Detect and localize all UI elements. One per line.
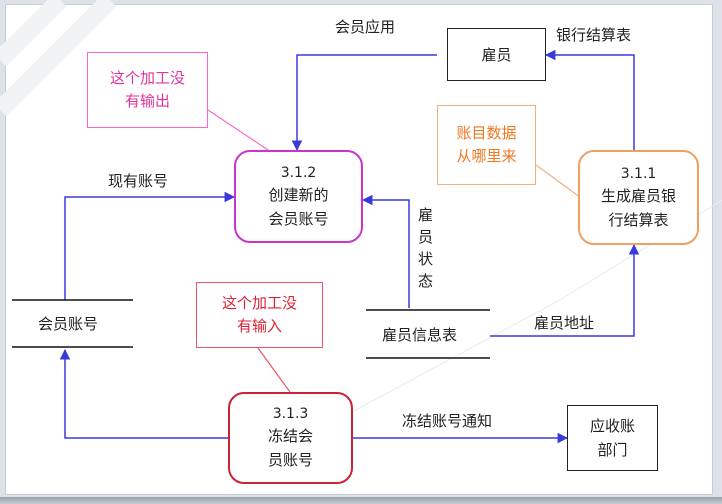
flow-employee-status-char-2: 员 — [418, 228, 434, 246]
store-member-account-label: 会员账号 — [38, 315, 99, 333]
flow-employee-address-label: 雇员地址 — [534, 314, 595, 332]
process-3-1-3-line-1: 冻结会 — [267, 427, 313, 445]
flow-employee-status-char-1: 雇 — [418, 206, 434, 224]
note-account-source: 账目数据 从哪里来 — [437, 105, 536, 185]
flow-existing-account-label: 现有账号 — [108, 172, 169, 190]
bottom-shadow — [0, 497, 722, 504]
store-employee-info-label: 雇员信息表 — [382, 326, 458, 344]
flow-member-app-line — [291, 54, 437, 152]
flow-bank-statement-label: 银行结算表 — [556, 26, 632, 44]
flow-employee-status-char-3: 状 — [418, 250, 434, 268]
process-3-1-2-id: 3.1.2 — [280, 164, 317, 181]
note-no-input-pointer — [257, 347, 291, 393]
entity-receivable-dept: 应收账 部门 — [567, 405, 658, 471]
flow-existing-account-line — [64, 191, 236, 300]
process-3-1-1: 3.1.1 生成雇员银 行结算表 — [578, 150, 699, 245]
entity-receivable-line-1: 应收账 — [589, 417, 635, 435]
note-no-output-line-2: 有输出 — [124, 92, 170, 110]
note-no-input-line-2: 有输入 — [236, 317, 282, 335]
flow-employee-address-line — [490, 243, 640, 337]
flow-employee-status-char-4: 态 — [418, 272, 434, 290]
note-no-output: 这个加工没 有输出 — [87, 52, 208, 128]
process-3-1-2: 3.1.2 创建新的 会员账号 — [234, 150, 363, 243]
note-account-source-line-1: 账目数据 — [456, 124, 517, 142]
note-no-output-pointer — [207, 109, 269, 151]
process-3-1-2-line-2: 会员账号 — [268, 209, 329, 228]
process-3-1-1-line-2: 行结算表 — [608, 210, 669, 229]
flow-freeze-notice-label: 冻结账号通知 — [402, 412, 493, 430]
process-3-1-1-id: 3.1.1 — [620, 165, 657, 182]
note-no-input-line-1: 这个加工没 — [221, 294, 297, 312]
process-3-1-3-line-2: 员账号 — [267, 451, 313, 469]
process-3-1-3: 3.1.3 冻结会 员账号 — [228, 392, 353, 484]
flow-freeze-to-store-line — [59, 348, 228, 439]
flow-employee-status-label: 雇 员 状 态 — [418, 204, 433, 292]
note-account-source-line-2: 从哪里来 — [456, 147, 517, 165]
watermark-stripes — [0, 0, 117, 117]
entity-receivable-line-2: 部门 — [597, 441, 628, 459]
flow-employee-status-line — [361, 194, 410, 308]
flow-member-app-label: 会员应用 — [335, 18, 396, 36]
note-no-input: 这个加工没 有输入 — [196, 282, 323, 348]
note-account-source-pointer — [535, 164, 585, 201]
entity-employee: 雇员 — [447, 28, 546, 81]
note-no-output-line-1: 这个加工没 — [109, 69, 185, 87]
process-3-1-3-id: 3.1.3 — [272, 406, 309, 422]
flow-bank-statement-line — [544, 49, 635, 150]
process-3-1-2-line-1: 创建新的 — [268, 185, 329, 204]
process-3-1-1-line-1: 生成雇员银 — [600, 186, 676, 205]
entity-employee-label: 雇员 — [481, 46, 512, 64]
